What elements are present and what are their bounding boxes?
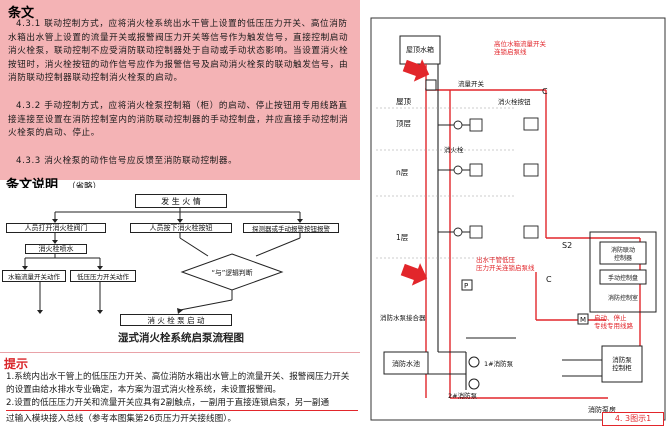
arrow-flow-switch-icon xyxy=(402,59,430,82)
tip-1: 1.系统内出水干管上的低压压力开关、高位消防水箱出水管上的流量开关、报警阀压力开… xyxy=(6,372,350,395)
flow-node-and-logic: “与”逻辑判断 xyxy=(211,269,253,277)
c-label-bottom: C xyxy=(546,275,552,284)
tip-2-highlight: 2.设置的低压压力开关和流量开关应具有2副触点，一副用于直接连锁启泵，另一副通 xyxy=(6,397,358,411)
schematic-frame xyxy=(370,17,666,421)
flow-node-start-pump: 消 火 栓 泵 启 动 xyxy=(120,314,232,326)
pump-control-label: 消防泵控制柜 xyxy=(612,355,632,372)
clause-4-3-1: 4.3.1 联动控制方式，应将消火栓系统出水干管上设置的低压压力开关、高位消防水… xyxy=(8,19,349,84)
clause-4-3-3: 4.3.3 消火栓泵的动作信号应反馈至消防联动控制器。 xyxy=(16,156,238,166)
hydrant-button-boxes xyxy=(523,117,539,239)
pressure-switch-p-label: P xyxy=(464,282,468,290)
and-logic-diamond xyxy=(180,253,284,291)
hydrant-label: 消火栓 xyxy=(444,145,464,154)
floor-dividers xyxy=(376,107,516,259)
clause-4-3-2: 4.3.2 手动控制方式，应将消火栓泵控制箱（柜）的启动、停止按钮用专用线路直接… xyxy=(8,101,349,139)
m-symbol xyxy=(577,313,589,325)
floor-top-label: 顶层 xyxy=(396,119,411,128)
pressure-switch-symbol xyxy=(461,279,473,291)
tips-panel: 提示 1.系统内出水干管上的低压压力开关、高位消防水箱出水管上的流量开关、报警阀… xyxy=(0,352,360,429)
hydrant-symbols xyxy=(453,118,483,239)
flow-switch-symbol xyxy=(425,79,437,91)
fire-control-panel-box xyxy=(599,241,647,265)
figure-label: 4. 3图示1 xyxy=(602,412,664,426)
schematic-svg: 屋顶水箱 屋顶 顶层 n层 1层 xyxy=(370,17,666,421)
roof-tank-label: 屋顶水箱 xyxy=(406,45,434,54)
flow-node-press-button: 人员按下消火栓按钮 xyxy=(130,223,232,233)
fire-control-room-box xyxy=(589,231,657,313)
flow-node-fire: 发 生 火 情 xyxy=(135,194,227,208)
arrow-pressure-switch-icon xyxy=(400,263,428,286)
flow-node-hydrant-spray: 消火栓喷水 xyxy=(25,244,87,254)
flow-switch-label: 流量开关 xyxy=(458,79,485,88)
flowchart-panel: 发 生 火 情 人员打开消火栓阀门 人员按下消火栓按钮 探测器或手动报警按钮报警… xyxy=(0,188,340,346)
flow-node-tank-flow-switch: 水箱流量开关动作 xyxy=(2,270,66,282)
adapter-label: 消防水泵接合器 xyxy=(380,313,426,322)
fire-hydrant-schematic: 屋顶水箱 屋顶 顶层 n层 1层 xyxy=(366,0,669,428)
c-label-top: C xyxy=(542,87,548,96)
manual-panel-box xyxy=(599,269,647,285)
tip-3: 过输入模块接入总线（参考本图集第26页压力开关接线图）。 xyxy=(6,414,237,424)
hydrant-button-label: 消火栓按钮 xyxy=(498,97,531,106)
clause-panel: 条文 4.3.1 联动控制方式，应将消火栓系统出水干管上设置的低压压力开关、高位… xyxy=(0,0,360,180)
roof-tank xyxy=(399,35,441,65)
pump-2-label: 2#消防泵 xyxy=(448,391,478,400)
pump-1-symbol xyxy=(468,356,480,368)
tips-title: 提示 xyxy=(4,357,29,371)
fire-control-box-label: 消防联动控制器 xyxy=(611,246,635,262)
flow-node-open-valve: 人员打开消火栓阀门 xyxy=(6,223,106,233)
clause-title: 条文 xyxy=(8,6,35,21)
manual-panel-label: 手动控制盘 xyxy=(608,274,638,282)
flowchart-caption: 湿式消火栓系统启泵流程图 xyxy=(118,332,244,344)
flowchart-connectors xyxy=(22,206,303,314)
start-stop-note: 启动、停止专线专用线路 xyxy=(594,313,634,330)
s2-label: S2 xyxy=(562,241,572,250)
floor-roof-label: 屋顶 xyxy=(396,97,411,106)
floor-1-label: 1层 xyxy=(396,233,409,242)
flow-switch-note: 高位水箱流量开关连锁启泵线 xyxy=(494,39,547,56)
fire-control-room-label: 消防控制室 xyxy=(608,294,638,302)
explanation-note: （省略） xyxy=(67,182,102,192)
m-label: M xyxy=(580,316,586,324)
low-pressure-note: 出水干管低压压力开关连锁启泵线 xyxy=(476,255,535,272)
black-pipes xyxy=(388,64,602,390)
floor-n-label: n层 xyxy=(396,168,409,177)
flow-node-detector: 探测器或手动报警按钮报警 xyxy=(243,223,339,233)
pump-control-box xyxy=(601,345,643,383)
pool-label: 消防水池 xyxy=(392,359,420,368)
red-riser-pipes xyxy=(425,64,641,399)
pump-1-label: 1#消防泵 xyxy=(484,359,514,368)
flow-node-low-pressure-switch: 低压压力开关动作 xyxy=(70,270,136,282)
pool-box xyxy=(383,351,429,375)
pump-2-symbol xyxy=(468,378,480,390)
pump-room-label: 消防泵房 xyxy=(588,405,616,414)
